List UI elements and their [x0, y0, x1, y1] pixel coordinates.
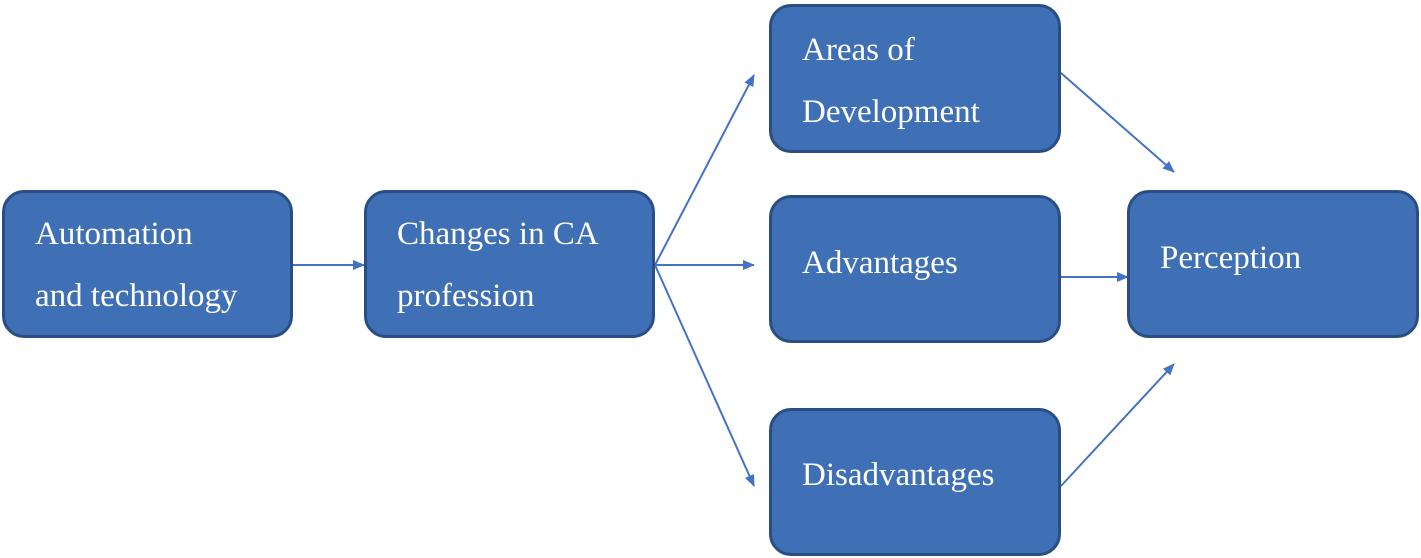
- node-label: Advantages: [802, 232, 1048, 294]
- node-label-line: profession: [397, 278, 535, 314]
- edge-changes-to-disadvantages: [654, 264, 755, 487]
- node-label-line: and technology: [35, 278, 238, 314]
- node-label-line: Automation: [35, 216, 193, 252]
- node-label-line: Advantages: [802, 245, 958, 281]
- node-label: Perception: [1160, 227, 1406, 289]
- node-advantages: Advantages: [769, 195, 1061, 343]
- node-label: Automation and technology: [35, 203, 280, 327]
- node-disadvantages: Disadvantages: [769, 408, 1061, 556]
- node-perception: Perception: [1127, 190, 1419, 338]
- node-label: Areas of Development: [802, 19, 1048, 143]
- node-label-line: Development: [802, 94, 980, 130]
- node-areas-of-development: Areas of Development: [769, 4, 1061, 153]
- node-label-line: Disadvantages: [802, 457, 995, 493]
- edge-changes-to-areas: [654, 74, 755, 266]
- node-label-line: Areas of: [802, 32, 915, 68]
- node-label-line: Changes in CA: [397, 216, 599, 252]
- node-label-line: Perception: [1160, 240, 1302, 276]
- node-automation-and-technology: Automation and technology: [2, 190, 293, 338]
- node-label: Disadvantages: [802, 444, 1048, 506]
- node-label: Changes in CA profession: [397, 203, 642, 327]
- edge-disadvantages-to-perception: [1060, 363, 1175, 487]
- edge-areas-to-perception: [1060, 72, 1175, 173]
- node-changes-in-ca-profession: Changes in CA profession: [364, 190, 655, 338]
